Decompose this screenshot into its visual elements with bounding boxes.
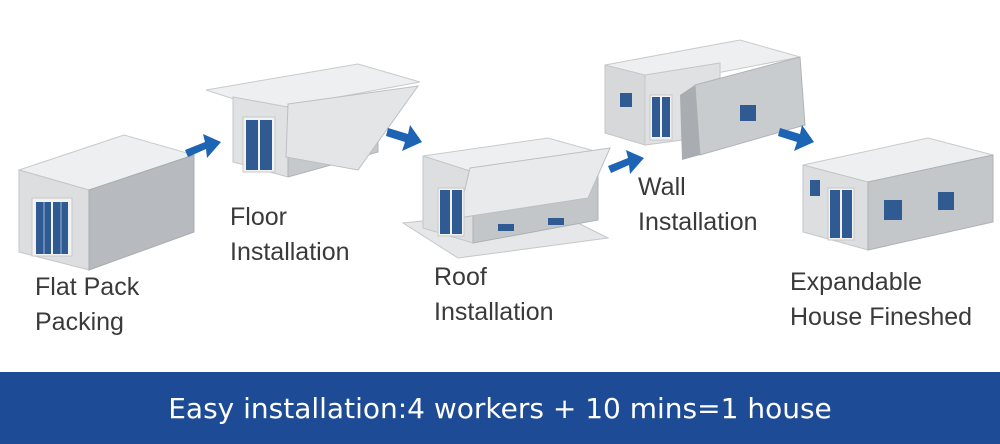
step-caption-flat-pack: Flat Pack Packing (35, 273, 140, 336)
floor-installation-illustration (205, 63, 421, 178)
arrow-right-icon (778, 125, 814, 151)
step-caption-floor: Floor Installation (230, 203, 350, 266)
banner-text: Easy installation:4 workers + 10 mins=1 … (168, 391, 832, 425)
installation-banner: Easy installation:4 workers + 10 mins=1 … (0, 372, 1000, 444)
process-diagram: Flat Pack Packing Floor Installation Roo… (17, 39, 994, 336)
flat-pack-container-illustration (17, 134, 196, 271)
step-caption-finished: Expandable House Fineshed (790, 268, 973, 331)
wall-installation-illustration (604, 39, 806, 160)
roof-installation-illustration (401, 137, 611, 259)
finished-house-illustration (802, 137, 994, 251)
arrow-right-icon (386, 125, 422, 151)
arrow-right-icon (185, 134, 221, 158)
step-caption-roof: Roof Installation (434, 263, 554, 326)
arrow-right-icon (608, 150, 644, 174)
step-caption-wall: Wall Installation (638, 173, 758, 236)
